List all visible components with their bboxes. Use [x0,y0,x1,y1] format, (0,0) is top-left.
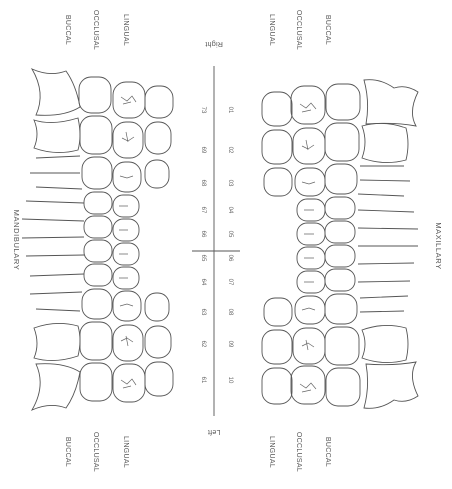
tooth-number: 01 [227,107,233,114]
upper-tooth-numbers: 01 02 03 04 05 06 07 08 09 10 [227,107,233,384]
tooth-number: 62 [200,341,206,348]
tooth-number: 10 [227,377,233,384]
zone-label-lingual: LINGUAL [268,436,275,468]
maxillary-arch-label: MAXILLARY [434,222,443,269]
tooth-number: 05 [227,231,233,238]
tooth-number: 63 [200,309,206,316]
tooth-number: 07 [227,279,233,286]
tooth-number: 02 [227,147,233,154]
right-side-label: Right [205,40,223,47]
zone-label-lingual: LINGUAL [122,436,129,468]
tooth-number: 08 [227,309,233,316]
lower-tooth-numbers: 73 69 68 67 66 65 64 63 62 61 [200,107,206,384]
zone-label-occlusal: OCCLUSAL [92,10,99,50]
tooth-number: 69 [200,147,206,154]
zone-label-lingual: LINGUAL [268,14,275,46]
tooth-number: 68 [200,180,206,187]
tooth-number: 73 [200,107,206,114]
zone-label-occlusal: OCCLUSAL [295,10,302,50]
tooth-number: 66 [200,231,206,238]
mandibular-arch-drawing [22,69,173,410]
zone-label-buccal: BUCCAL [64,437,71,467]
zone-label-occlusal: OCCLUSAL [295,432,302,472]
tooth-number: 67 [200,207,206,214]
tooth-number: 04 [227,207,233,214]
tooth-number: 64 [200,279,206,286]
zone-labels: BUCCAL OCCLUSAL LINGUAL BUCCAL OCCLUSAL LINGU… [64,10,331,472]
tooth-number: 65 [200,255,206,262]
zone-label-buccal: BUCCAL [64,15,71,45]
maxillary-arch-drawing [262,80,418,409]
zone-label-occlusal: OCCLUSAL [92,432,99,472]
zone-label-buccal: BUCCAL [324,15,331,45]
left-side-label: Left [208,428,221,435]
tooth-number: 06 [227,255,233,262]
zone-label-lingual: LINGUAL [122,14,129,46]
tooth-number: 03 [227,180,233,187]
zone-label-buccal: BUCCAL [324,437,331,467]
tooth-number: 61 [200,377,206,384]
mandibular-arch-label: MANDIBULARY [12,210,21,271]
tooth-number: 09 [227,341,233,348]
